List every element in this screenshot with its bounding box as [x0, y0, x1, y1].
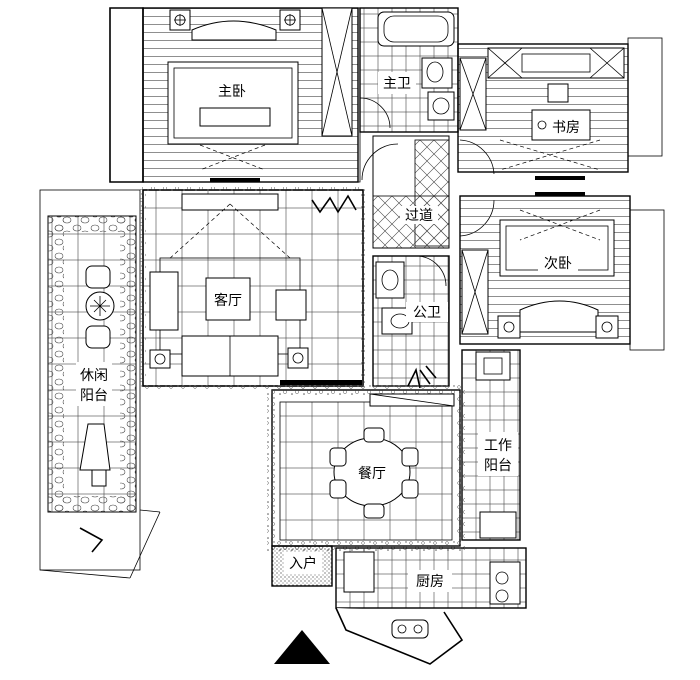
- kitchen: 厨房: [335, 547, 527, 665]
- corridor: 过道: [361, 135, 495, 249]
- leisure-balcony: 休闲 阳台: [47, 215, 137, 553]
- room-label-living-room: 客厅: [214, 292, 242, 309]
- master-bath: 主卫: [359, 7, 459, 133]
- room-label-work-balcony-line2: 阳台: [484, 458, 512, 474]
- north-arrow-icon: [274, 630, 330, 664]
- room-label-public-bath: 公卫: [413, 305, 441, 321]
- bottom-caption: ... ... .... .... .. .. ...... ....: [30, 673, 283, 680]
- room-label-corridor: 过道: [405, 208, 433, 224]
- room-label-entrance: 入户: [289, 555, 317, 572]
- entrance: 入户: [271, 545, 333, 587]
- room-label-kitchen: 厨房: [416, 574, 444, 590]
- room-label-master-bath: 主卫: [383, 76, 411, 92]
- public-bath: 公卫: [372, 255, 450, 389]
- room-label-master-bedroom: 主卧: [218, 84, 246, 100]
- room-label-second-bedroom: 次卧: [544, 256, 572, 272]
- work-balcony: 工作 阳台: [461, 349, 521, 541]
- study: 书房: [457, 37, 663, 180]
- second-bedroom: 次卧: [459, 192, 665, 351]
- room-label-work-balcony-line1: 工作: [484, 438, 512, 454]
- room-label-dining-room: 餐厅: [358, 466, 386, 482]
- dining-room: 餐厅: [267, 385, 465, 551]
- room-label-leisure-balcony-line2: 阳台: [80, 388, 108, 404]
- room-label-leisure-balcony-line1: 休闲: [80, 368, 108, 384]
- living-room: 客厅: [140, 187, 366, 389]
- master-bedroom: 主卧: [142, 7, 359, 183]
- room-label-study: 书房: [552, 120, 580, 136]
